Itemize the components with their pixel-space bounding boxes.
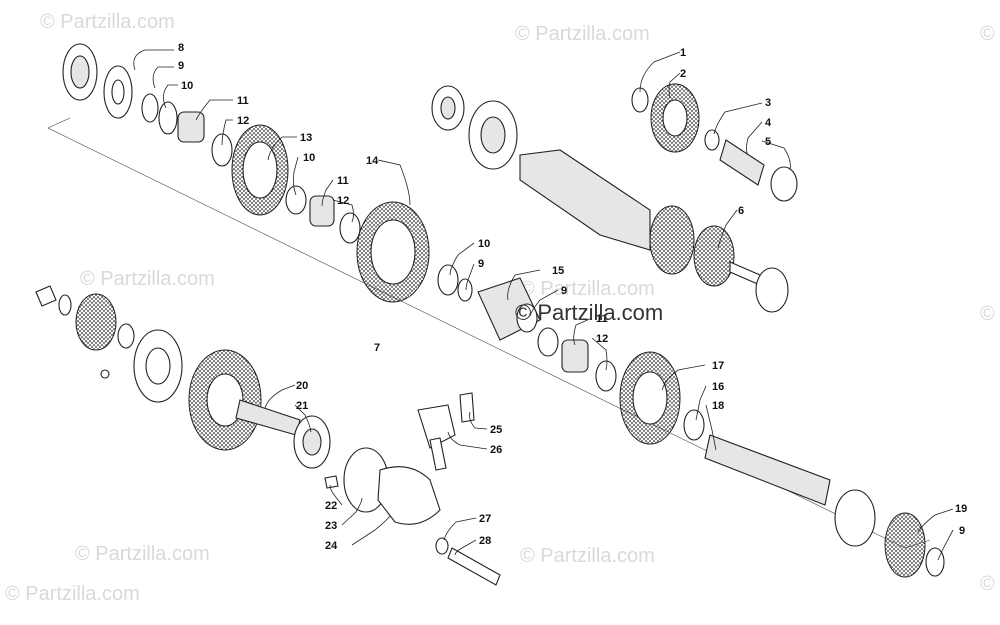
watermark: © Partzilla.com <box>980 303 1000 325</box>
sleeve-12 <box>211 133 233 167</box>
shaft-18 <box>704 434 831 506</box>
callout-6[interactable]: 6 <box>738 205 744 217</box>
washer-10 <box>141 93 159 123</box>
callout-13[interactable]: 13 <box>300 132 312 144</box>
callout-10[interactable]: 10 <box>478 238 490 250</box>
callout-18[interactable]: 18 <box>712 400 724 412</box>
callout-22[interactable]: 22 <box>325 500 337 512</box>
needle-bearing-11b <box>309 195 335 227</box>
callout-11[interactable]: 11 <box>596 313 608 325</box>
callout-12[interactable]: 12 <box>596 333 608 345</box>
center-watermark: © Partzilla.com <box>515 300 663 325</box>
callout-9[interactable]: 9 <box>478 258 484 270</box>
housing-24 <box>377 466 441 525</box>
watermark: © Partzilla.com <box>980 573 1000 595</box>
watermark-layer: © Partzilla.com © Partzilla.com © Partzi… <box>5 11 1000 605</box>
washer-27 <box>435 537 449 555</box>
main-shaft-assembly <box>431 83 798 313</box>
clip-10c <box>437 264 459 296</box>
watermark: © Partzilla.com <box>520 545 655 567</box>
callout-1[interactable]: 1 <box>680 47 686 59</box>
callout-27[interactable]: 27 <box>479 513 491 525</box>
small-gear <box>75 293 117 351</box>
watermark: © Partzilla.com <box>40 11 175 33</box>
gear-19 <box>884 512 926 578</box>
washer-16 <box>683 409 705 441</box>
callout-11[interactable]: 11 <box>337 175 349 187</box>
gear-6 <box>693 225 735 287</box>
needle-bearing-11 <box>177 111 205 143</box>
lower-assembly <box>35 285 501 586</box>
dowel-22 <box>324 475 339 489</box>
watermark: © Partzilla.com <box>80 268 215 290</box>
callout-21[interactable]: 21 <box>296 400 308 412</box>
ring-9b <box>457 278 473 302</box>
callout-23[interactable]: 23 <box>325 520 337 532</box>
bearing <box>834 489 876 547</box>
bearing-right <box>755 267 789 313</box>
callout-17[interactable]: 17 <box>712 360 724 372</box>
ring-5 <box>770 166 798 202</box>
callout-3[interactable]: 3 <box>765 97 771 109</box>
callout-25[interactable]: 25 <box>490 424 502 436</box>
callout-20[interactable]: 20 <box>296 380 308 392</box>
bushing-3 <box>704 129 720 151</box>
callout-11[interactable]: 11 <box>237 95 249 107</box>
callout-26[interactable]: 26 <box>490 444 502 456</box>
watermark: © Partzilla.com <box>5 583 140 605</box>
needle-bearing-11c <box>561 339 589 373</box>
speed-sensor-26 <box>417 404 456 449</box>
callout-8[interactable]: 8 <box>178 42 184 54</box>
callout-10[interactable]: 10 <box>181 80 193 92</box>
watermark: © Partzilla.com <box>515 23 650 45</box>
bolt <box>100 369 110 379</box>
upper-left-assembly <box>62 43 945 578</box>
callout-9[interactable]: 9 <box>959 525 965 537</box>
washer-10b <box>285 185 307 215</box>
callout-7[interactable]: 7 <box>374 342 380 354</box>
sleeve-12b <box>339 212 361 244</box>
clip-9d <box>925 547 945 577</box>
callout-12[interactable]: 12 <box>237 115 249 127</box>
bolt-28 <box>447 547 501 586</box>
watermark: © Partzilla.com <box>75 543 210 565</box>
washer <box>537 327 559 357</box>
callouts: 8 9 10 11 12 13 10 11 12 14 10 9 15 9 11… <box>178 42 967 552</box>
callout-24[interactable]: 24 <box>325 540 338 552</box>
sleeve-4 <box>719 139 765 186</box>
callout-16[interactable]: 16 <box>712 381 724 393</box>
callout-10[interactable]: 10 <box>303 152 315 164</box>
callout-28[interactable]: 28 <box>479 535 491 547</box>
main-shaft <box>519 149 651 251</box>
screw-25 <box>459 392 475 423</box>
callout-14[interactable]: 14 <box>366 155 379 167</box>
callout-2[interactable]: 2 <box>680 68 686 80</box>
callout-15[interactable]: 15 <box>552 265 564 277</box>
callout-4[interactable]: 4 <box>765 117 772 129</box>
callout-9[interactable]: 9 <box>561 285 567 297</box>
leader-lines <box>133 49 954 561</box>
callout-9[interactable]: 9 <box>178 60 184 72</box>
callout-12[interactable]: 12 <box>337 195 349 207</box>
sleeve-12c <box>595 360 617 392</box>
watermark: © Partzilla.com <box>980 23 1000 45</box>
nut <box>35 285 57 307</box>
clip-10 <box>158 101 178 135</box>
callout-19[interactable]: 19 <box>955 503 967 515</box>
callout-5[interactable]: 5 <box>765 136 771 148</box>
watermark: © Partzilla.com <box>520 278 655 300</box>
